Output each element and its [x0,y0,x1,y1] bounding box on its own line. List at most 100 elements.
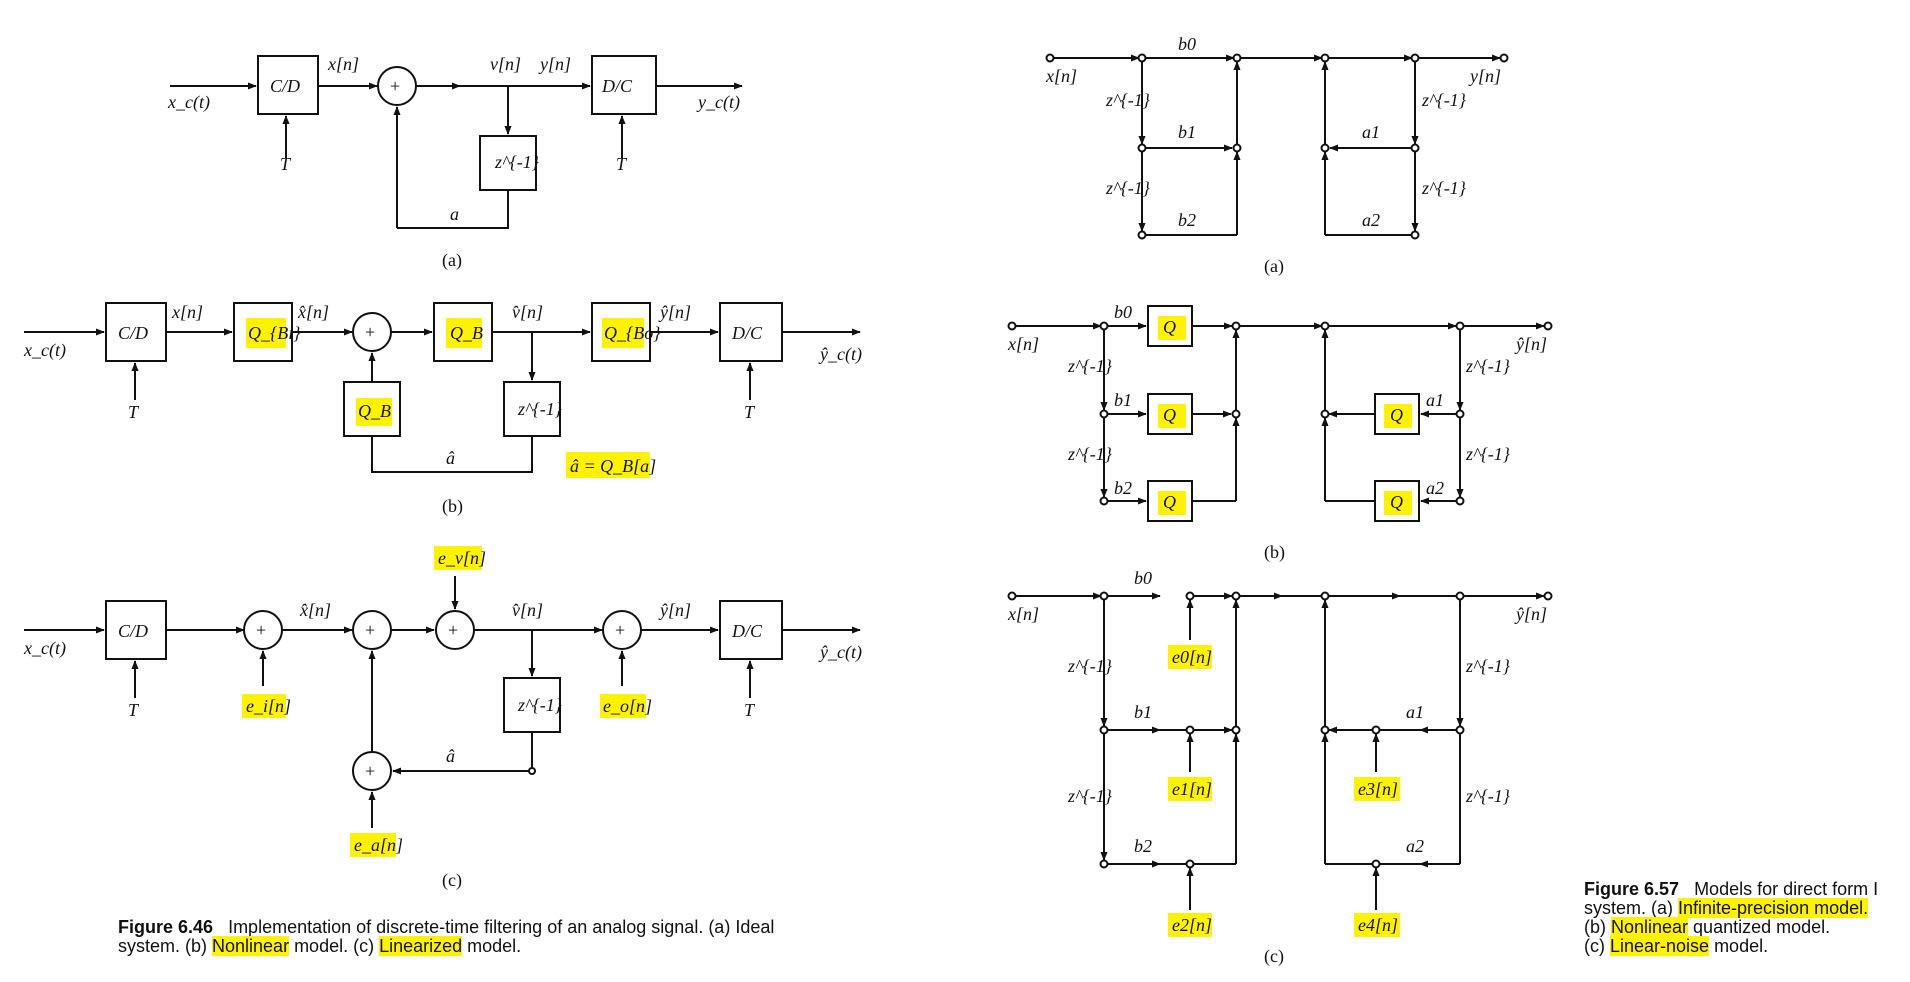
fig657b-z2: z^{-1} [1067,444,1113,464]
fig657b-q2: Q [1163,492,1176,512]
fig646c-ev: e_v[n] [438,548,486,568]
fig657c-labels: x[n] ŷ[n] b0 b1 b2 a1 a2 e0[n] e1[n] e2[… [1007,568,1547,967]
fig646a-diagram [170,55,743,229]
fig657a-xn: x[n] [1045,66,1077,86]
fig657c-b1: b1 [1134,702,1152,722]
fig646b-cd: C/D [118,323,148,343]
fig657b-b0: b0 [1114,302,1132,322]
fig646c-T2: T [744,700,756,720]
fig646b-qb1: Q_B [450,323,483,343]
fig657a-panel-label: (a) [1264,256,1284,277]
fig657c-a2: a2 [1406,836,1424,856]
fig646c-labels: x_c(t) C/D T x̂[n] + + + + + e_v[n] v̂[n… [23,548,862,891]
fig657c-e1: e1[n] [1172,779,1212,799]
fig646b-dc: D/C [731,323,763,343]
fig657b-diagram [1007,305,1553,522]
fig657c-xn: x[n] [1007,604,1039,624]
fig646c-T1: T [128,700,140,720]
fig657b-yn: ŷ[n] [1514,334,1547,354]
fig657-caption-l1: Models for direct form I [1694,879,1879,899]
fig646c-plus1: + [256,620,266,640]
fig657a-z4: z^{-1} [1421,178,1467,198]
fig657-caption-number: Figure 6.57 [1584,879,1680,899]
fig646c-plus3: + [448,620,458,640]
fig657-caption-l4a: (c) [1584,936,1610,956]
fig646b-panel-label: (b) [442,496,463,517]
fig657a-yn: y[n] [1468,66,1501,86]
fig646-caption-hl1: Nonlinear [212,936,290,956]
fig657-caption-l3b: quantized model. [1688,917,1831,937]
fig646b-qbo: Q_{Bo} [604,323,661,343]
fig646b-yhat: ŷ[n] [658,302,691,322]
highlights [242,316,1412,937]
fig646b-vhat: v̂[n] [512,302,543,322]
fig657b-b2: b2 [1114,478,1132,498]
fig657c-yn: ŷ[n] [1514,604,1547,624]
fig646b-T2: T [744,402,756,422]
fig657a-labels: x[n] y[n] b0 b1 b2 a1 a2 z^{-1} z^{-1} z… [1045,34,1501,277]
fig657b-q4: Q [1390,492,1403,512]
fig657c-a1: a1 [1406,702,1424,722]
fig657c-z2: z^{-1} [1067,786,1113,806]
fig657b-labels: x[n] ŷ[n] b0 b1 b2 a1 a2 Q Q Q Q Q z^{-1… [1007,302,1547,563]
fig646a-xc-label: x_c(t) [167,92,210,113]
fig646a-T2: T [616,154,628,174]
fig646c-panel-label: (c) [442,870,462,891]
fig646c-yhat: ŷ[n] [658,600,691,620]
fig657c-z3: z^{-1} [1465,656,1511,676]
fig657a-z2: z^{-1} [1105,178,1151,198]
fig646a-yc: y_c(t) [696,92,740,113]
fig646a-T1: T [280,154,292,174]
fig657c-b2: b2 [1134,836,1152,856]
fig657b-q3: Q [1390,405,1403,425]
fig657c-e2: e2[n] [1172,915,1212,935]
fig646b-xn: x[n] [171,302,203,322]
fig657-caption: Figure 6.57 Models for direct form I sys… [1584,880,1904,956]
fig646b-labels: x_c(t) C/D T x[n] Q_{Bi} x̂[n] + Q_B v̂[… [23,302,862,517]
fig657a-b1: b1 [1178,122,1196,142]
fig646a-vn: v[n] [490,54,521,74]
fig646a-zinv: z^{-1} [494,152,540,172]
fig646c-plus4: + [615,620,625,640]
fig646a-panel-label: (a) [442,250,462,271]
fig646c-eo: e_o[n] [603,696,652,716]
fig646b-xhat: x̂[n] [297,302,329,322]
fig657a-a2: a2 [1362,210,1380,230]
fig646c-vhat: v̂[n] [512,600,543,620]
fig657a-z3: z^{-1} [1421,90,1467,110]
fig646c-yc: ŷ_c(t) [818,642,862,663]
fig657c-e4: e4[n] [1358,915,1398,935]
fig657c-z4: z^{-1} [1465,786,1511,806]
fig657b-z1: z^{-1} [1067,356,1113,376]
fig646a-yn: y[n] [538,54,571,74]
fig646c-diagram [24,576,861,828]
fig657-caption-l2hl: Infinite-precision model. [1678,898,1869,918]
fig657a-diagram [1045,53,1509,240]
fig657c-e0: e0[n] [1172,647,1212,667]
fig657b-z4: z^{-1} [1465,444,1511,464]
fig646-caption-l2c: model. [462,936,522,956]
fig657-caption-l4b: model. [1709,936,1769,956]
fig646b-qbi: Q_{Bi} [248,323,301,343]
fig657c-e3: e3[n] [1358,779,1398,799]
fig646a-cd-label: C/D [270,76,300,96]
fig646c-plus5: + [365,761,375,781]
fig657c-z1: z^{-1} [1067,656,1113,676]
fig657-caption-l2a: system. (a) [1584,898,1679,918]
fig646c-cd: C/D [118,621,148,641]
fig657-caption-l3a: (b) [1584,917,1611,937]
fig646c-plus2: + [365,620,375,640]
fig657c-b0: b0 [1134,568,1152,588]
fig646-caption: Figure 6.46 Implementation of discrete-t… [118,918,818,956]
fig646a-xn: x[n] [327,54,359,74]
fig657b-q1: Q [1163,405,1176,425]
fig657b-a1: a1 [1426,390,1444,410]
fig657b-a2: a2 [1426,478,1444,498]
fig646-caption-l2b: model. (c) [289,936,380,956]
fig646c-ahat: â [446,746,455,766]
fig657a-z1: z^{-1} [1105,90,1151,110]
fig657-caption-l4hl: Linear-noise [1610,936,1710,956]
fig646b-ahat: â [446,448,455,468]
fig646c-ei: e_i[n] [246,696,291,716]
